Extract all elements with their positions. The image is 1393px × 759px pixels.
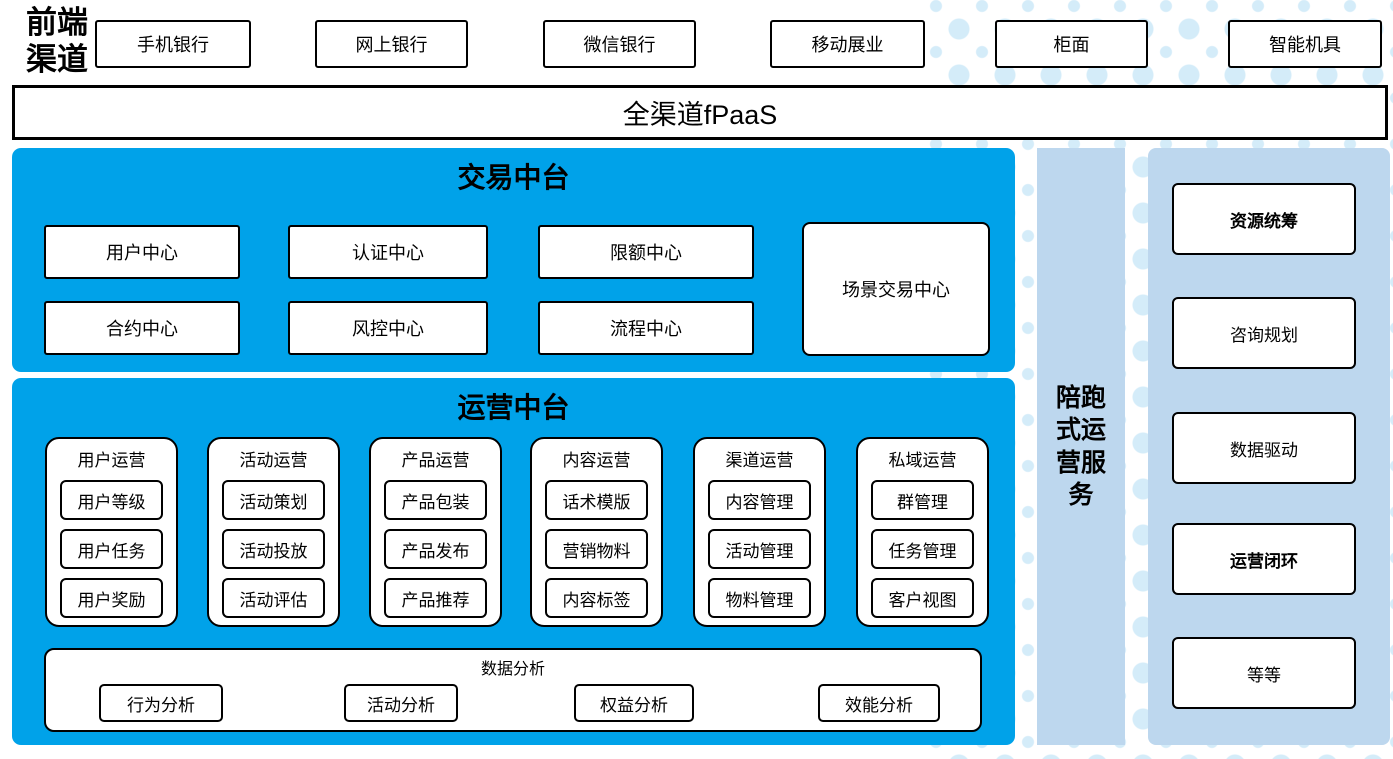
- ops-item: 用户奖励: [60, 578, 163, 618]
- runner-service-label: 陪跑式运营服务: [1055, 383, 1106, 510]
- ops-item: 物料管理: [708, 578, 811, 618]
- ops-item: 产品包装: [384, 480, 487, 520]
- front-channels-label: 前端渠道: [26, 5, 88, 77]
- analytics-item-efficiency: 效能分析: [818, 684, 940, 722]
- analytics-item-behavior: 行为分析: [99, 684, 223, 722]
- service-box-resource-coordination: 资源统筹: [1172, 183, 1356, 255]
- ops-item: 用户等级: [60, 480, 163, 520]
- ops-item: 话术模版: [545, 480, 648, 520]
- trade-box-contract-center: 合约中心: [44, 301, 240, 355]
- data-analytics-title: 数据分析: [480, 661, 545, 678]
- ops-column-title: 产品运营: [401, 451, 470, 470]
- ops-item: 客户视图: [871, 578, 974, 618]
- ops-item: 产品推荐: [384, 578, 487, 618]
- service-box-etc: 等等: [1172, 637, 1356, 709]
- ops-item: 活动管理: [708, 529, 811, 569]
- ops-column-content-ops: 内容运营 话术模版 营销物料 内容标签: [530, 437, 663, 627]
- ops-item: 活动评估: [222, 578, 325, 618]
- service-items-panel: 资源统筹 咨询规划 数据驱动 运营闭环 等等: [1148, 148, 1390, 745]
- service-box-data-driven: 数据驱动: [1172, 412, 1356, 484]
- trade-box-limit-center: 限额中心: [538, 225, 754, 279]
- ops-column-title: 用户运营: [77, 451, 146, 470]
- trade-box-user-center: 用户中心: [44, 225, 240, 279]
- ops-item: 任务管理: [871, 529, 974, 569]
- service-box-consulting-planning: 咨询规划: [1172, 297, 1356, 369]
- analytics-item-campaign: 活动分析: [344, 684, 458, 722]
- trade-box-process-center: 流程中心: [538, 301, 754, 355]
- ops-column-channel-ops: 渠道运营 内容管理 活动管理 物料管理: [693, 437, 826, 627]
- channel-box-online-banking: 网上银行: [315, 20, 468, 68]
- trade-box-risk-center: 风控中心: [288, 301, 488, 355]
- ops-item: 活动投放: [222, 529, 325, 569]
- ops-platform-panel: 运营中台 用户运营 用户等级 用户任务 用户奖励 活动运营 活动策划 活动投放 …: [12, 378, 1015, 745]
- ops-item: 群管理: [871, 480, 974, 520]
- ops-item: 营销物料: [545, 529, 648, 569]
- trade-box-auth-center: 认证中心: [288, 225, 488, 279]
- ops-column-title: 内容运营: [562, 451, 631, 470]
- channel-box-mobile-sales: 移动展业: [770, 20, 925, 68]
- trade-platform-title: 交易中台: [457, 162, 570, 193]
- ops-item: 活动策划: [222, 480, 325, 520]
- trade-box-scenario-trade-center: 场景交易中心: [802, 222, 990, 356]
- ops-column-campaign-ops: 活动运营 活动策划 活动投放 活动评估: [207, 437, 340, 627]
- ops-item: 用户任务: [60, 529, 163, 569]
- runner-service-bar: 陪跑式运营服务: [1037, 148, 1125, 745]
- ops-column-title: 活动运营: [239, 451, 308, 470]
- ops-item: 产品发布: [384, 529, 487, 569]
- channel-box-mobile-banking: 手机银行: [95, 20, 251, 68]
- ops-column-title: 私域运营: [888, 451, 957, 470]
- fpaas-bar: 全渠道fPaaS: [12, 85, 1388, 140]
- ops-column-user-ops: 用户运营 用户等级 用户任务 用户奖励: [45, 437, 178, 627]
- channel-box-wechat-banking: 微信银行: [543, 20, 696, 68]
- data-analytics-strip: 数据分析 行为分析 活动分析 权益分析 效能分析: [44, 648, 982, 732]
- ops-column-private-domain-ops: 私域运营 群管理 任务管理 客户视图: [856, 437, 989, 627]
- ops-column-title: 渠道运营: [725, 451, 794, 470]
- channel-box-smart-machines: 智能机具: [1228, 20, 1382, 68]
- ops-item: 内容管理: [708, 480, 811, 520]
- service-box-ops-closed-loop: 运营闭环: [1172, 523, 1356, 595]
- channel-box-counter: 柜面: [995, 20, 1148, 68]
- ops-column-product-ops: 产品运营 产品包装 产品发布 产品推荐: [369, 437, 502, 627]
- trade-platform-panel: 交易中台 用户中心 认证中心 限额中心 合约中心 风控中心 流程中心 场景交易中…: [12, 148, 1015, 372]
- fpaas-label: 全渠道fPaaS: [622, 100, 778, 130]
- analytics-item-benefit: 权益分析: [574, 684, 694, 722]
- ops-platform-title: 运营中台: [457, 392, 570, 423]
- ops-item: 内容标签: [545, 578, 648, 618]
